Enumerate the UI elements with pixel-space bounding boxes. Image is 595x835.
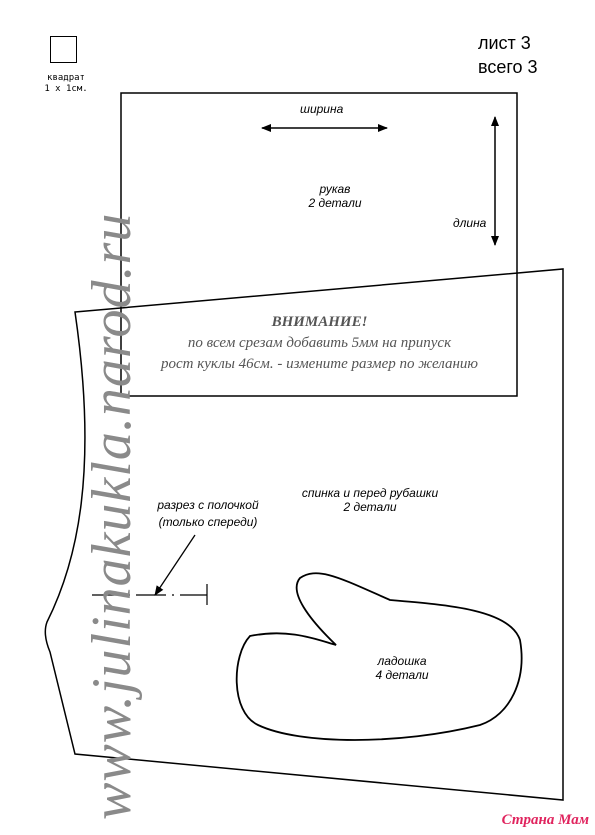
scale-label-line1: квадрат (47, 73, 85, 83)
palm-count: 4 детали (375, 668, 429, 682)
watermark: www.julinakukla.narod.ru (81, 212, 143, 820)
palm-outline (235, 572, 523, 741)
warning-title: ВНИМАНИЕ! (271, 314, 368, 330)
warning-note: ВНИМАНИЕ! по всем срезам добавить 5мм на… (122, 312, 517, 375)
sleeve-title: рукав (319, 182, 351, 196)
site-logo[interactable]: Страна Мам (501, 812, 589, 828)
length-label: длина (453, 216, 487, 230)
shirt-title: спинка и перед рубашки (301, 486, 439, 500)
sleeve-count: 2 детали (308, 196, 362, 210)
shirt-count: 2 детали (343, 500, 397, 514)
scale-square (50, 36, 77, 63)
sleeve-caption: рукав 2 детали (290, 182, 380, 210)
scale-label: квадрат 1 x 1см. (36, 73, 96, 95)
warning-line2: рост куклы 46см. - измените размер по же… (160, 356, 479, 372)
palm-title: ладошка (377, 654, 427, 668)
shirt-caption: спинка и перед рубашки 2 детали (285, 486, 455, 514)
sleeve-outline (120, 92, 518, 397)
cut-label-line2: (только спереди) (158, 515, 258, 529)
width-label: ширина (300, 102, 344, 116)
cut-label: разрез с полочкой (только спереди) (148, 497, 268, 531)
sheet-total: всего 3 (478, 57, 538, 77)
shirt-outline (44, 268, 564, 801)
warning-line1: по всем срезам добавить 5мм на припуск (187, 335, 452, 351)
palm-caption: ладошка 4 детали (352, 654, 452, 682)
cut-pointer-arrow (154, 534, 196, 596)
sheet-number: лист 3 (478, 33, 531, 53)
scale-label-line2: 1 x 1см. (44, 84, 88, 94)
cut-label-line1: разрез с полочкой (157, 498, 259, 512)
